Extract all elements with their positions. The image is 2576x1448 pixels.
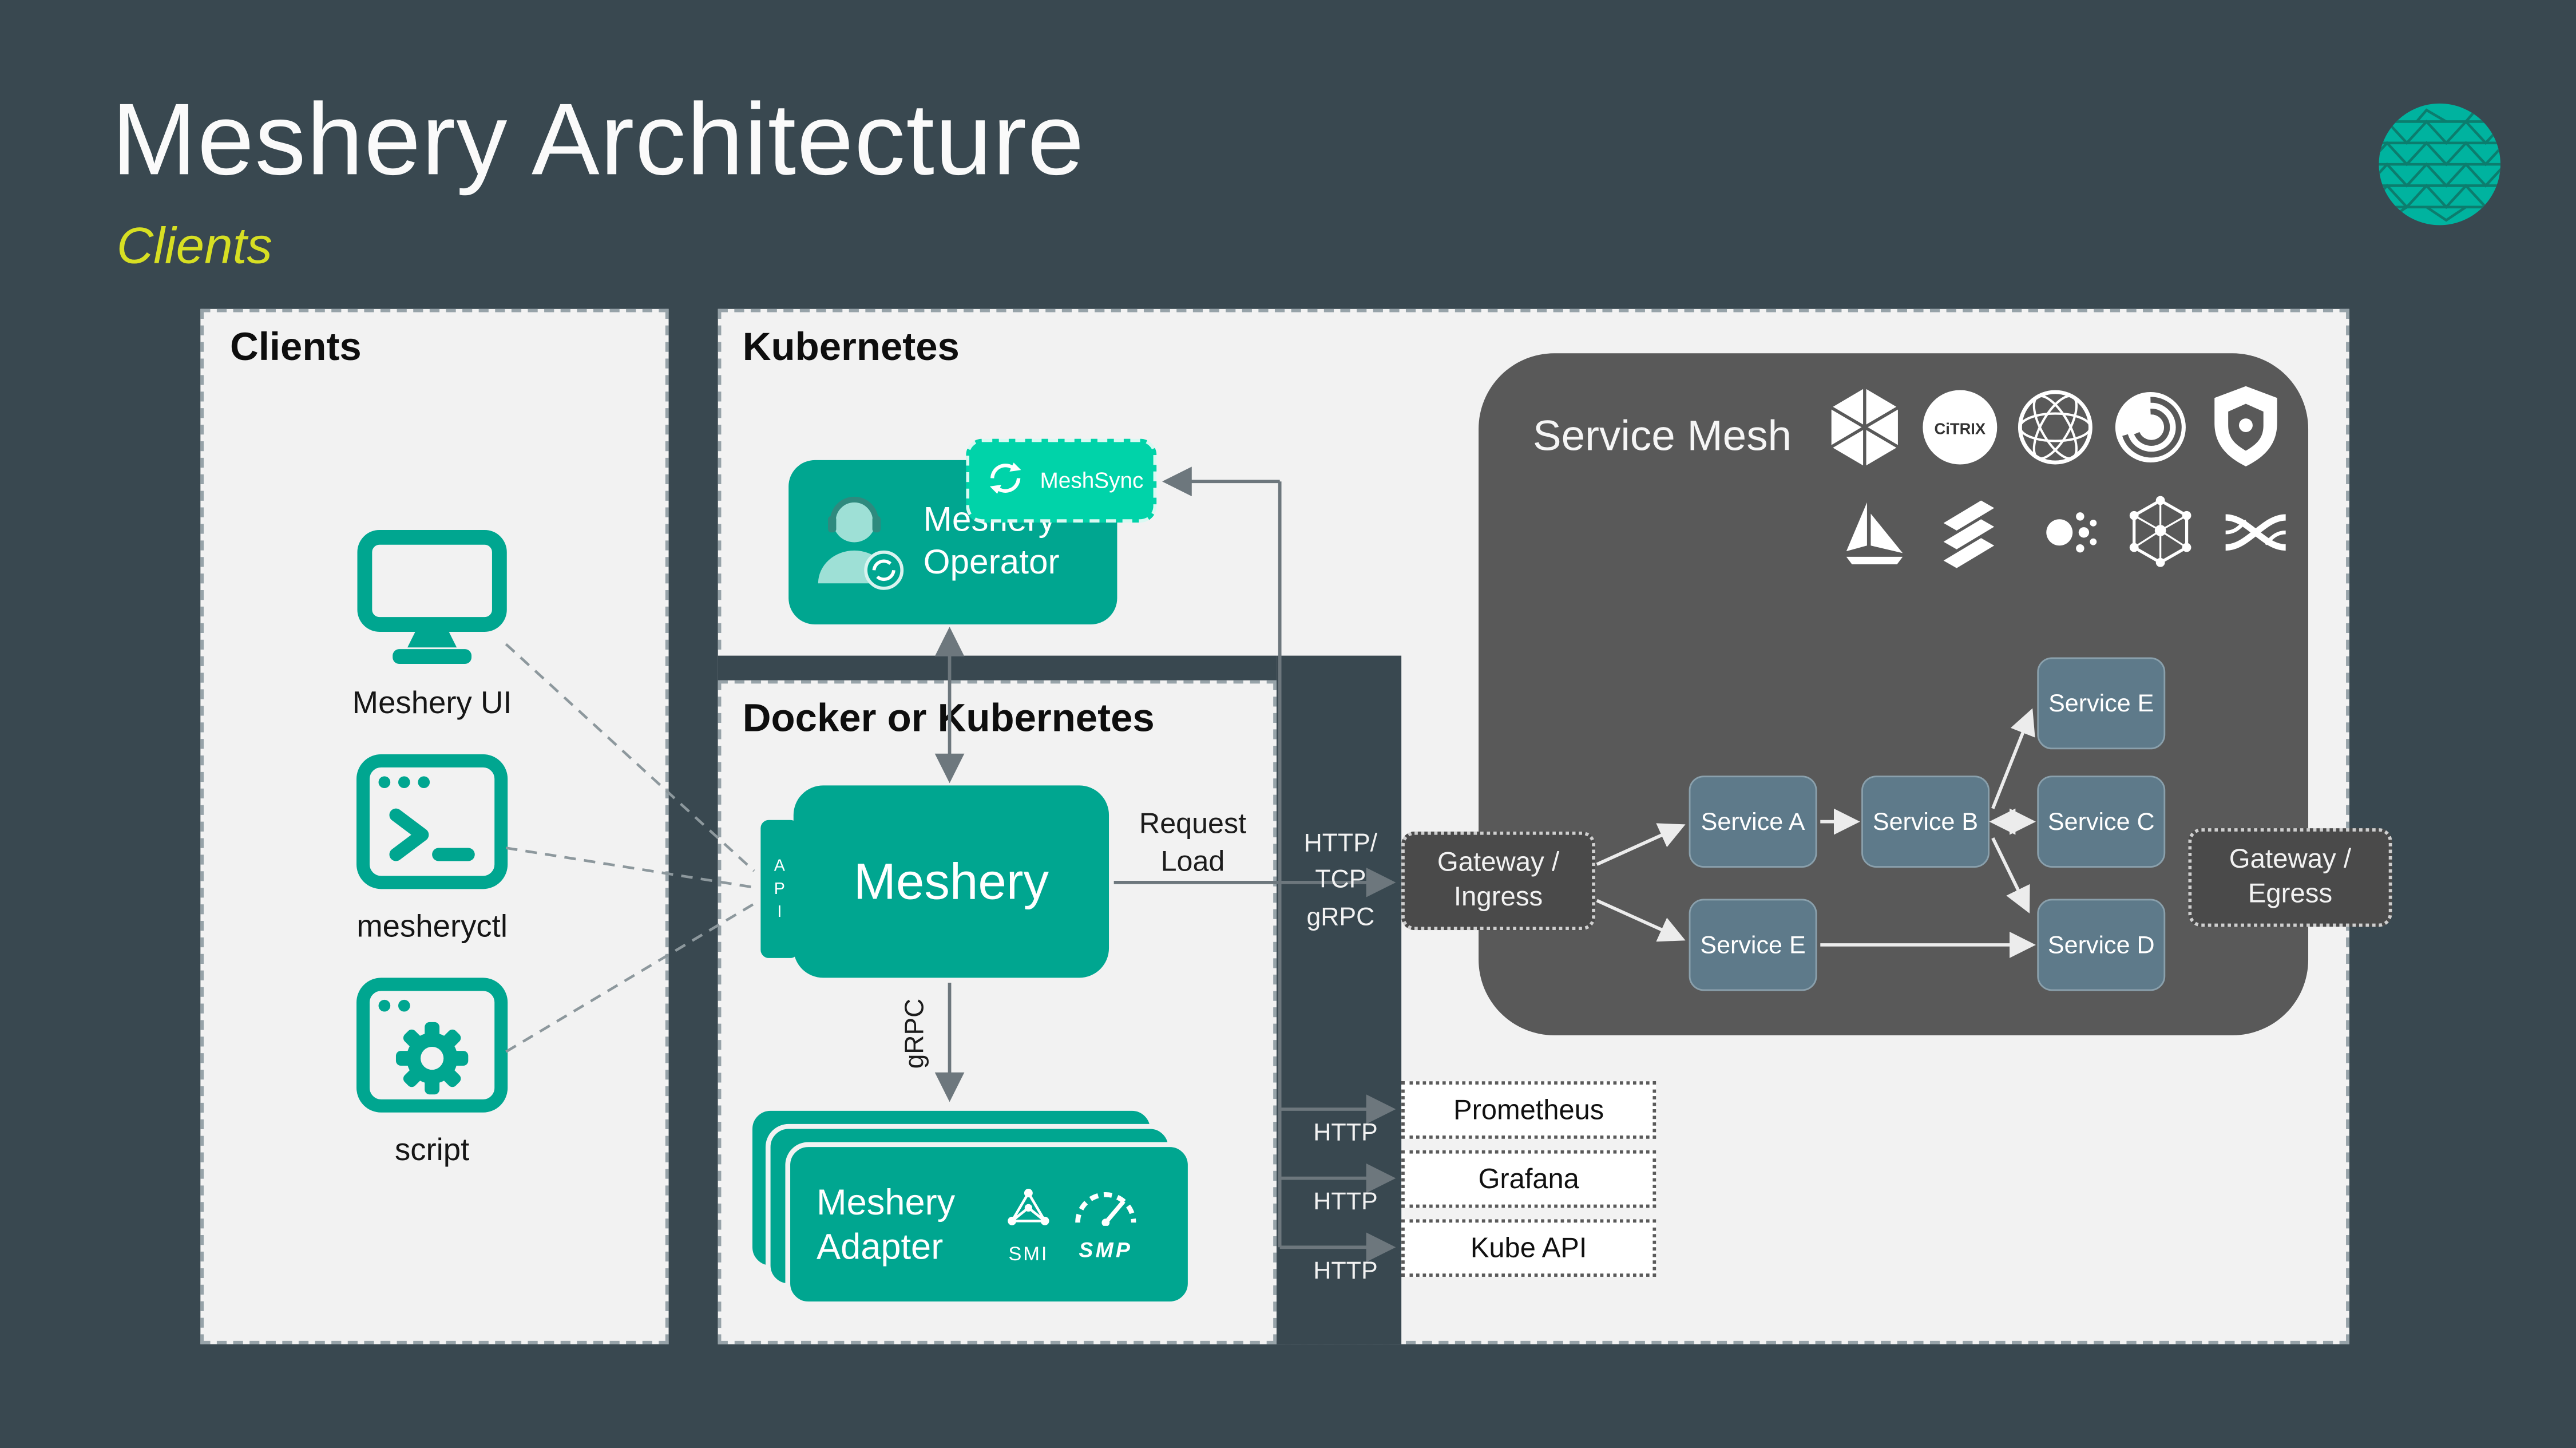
meshery-box: Meshery [793, 785, 1109, 978]
meshsync-badge: MeshSync [966, 438, 1157, 523]
mesh-logo-row-1: CiTRIX [1824, 381, 2287, 481]
service-node-b: Service B [1861, 776, 1990, 868]
meshery-label: Meshery [853, 852, 1049, 910]
meshery-adapter-label: Meshery Adapter [816, 1180, 956, 1267]
smp-label: SMP [1079, 1237, 1133, 1263]
panel-gap-horizontal [718, 655, 1277, 682]
http-label: HTTP [1313, 1188, 1378, 1216]
service-node-a: Service A [1689, 776, 1817, 868]
meshery-logo-icon [2377, 102, 2502, 227]
smp-badge: SMP [1069, 1186, 1142, 1262]
api-letter: P [774, 880, 785, 899]
http-label: HTTP [1313, 1257, 1378, 1285]
kubernetes-panel-title: Kubernetes [742, 325, 960, 370]
smi-icon [1002, 1184, 1055, 1239]
mesh-logo-cube-icon [1824, 381, 1906, 481]
client-item-meshery-ui: Meshery UI [292, 529, 572, 723]
mesh-logo-consul-icon [2027, 493, 2103, 580]
mesh-logo-layered-planes-icon [1932, 493, 2008, 580]
meshery-adapter-box: Meshery Adapter SMI [785, 1142, 1193, 1307]
prometheus-box: Prometheus [1401, 1081, 1656, 1139]
clients-panel-title: Clients [229, 325, 362, 370]
panel-gap-vertical [1276, 655, 1402, 1344]
request-load-label: Request Load [1139, 806, 1247, 877]
gateway-ingress-box: Gateway / Ingress [1401, 831, 1595, 931]
mesh-logo-istio-sail-icon [1837, 493, 1912, 580]
terminal-window-icon [353, 753, 511, 899]
api-letter: A [774, 857, 785, 875]
smi-badge: SMI [1002, 1184, 1055, 1265]
docker-kubernetes-panel-title: Docker or Kubernetes [742, 697, 1155, 741]
mesh-logo-swirl-icon [2110, 381, 2192, 481]
mesh-logo-hex-network-icon [2123, 493, 2198, 580]
mesh-logo-mesh-sphere-icon [2014, 381, 2097, 481]
meshsync-icon [984, 457, 1027, 504]
smp-gauge-icon [1069, 1186, 1142, 1234]
page-subtitle: Clients [116, 216, 272, 275]
client-label: script [394, 1134, 470, 1169]
operator-icon [811, 481, 907, 604]
service-node-e-top: Service E [2037, 657, 2166, 750]
client-item-script: script [292, 976, 572, 1170]
client-item-mesheryctl: mesheryctl [292, 753, 572, 947]
service-node-c: Service C [2037, 776, 2166, 868]
service-node-d: Service D [2037, 899, 2166, 991]
api-letter: I [777, 903, 782, 921]
meshery-adapter-stack: Meshery Adapter SMI [747, 1106, 1199, 1307]
client-label: mesheryctl [356, 910, 508, 945]
citrix-label: CiTRIX [1935, 420, 1986, 437]
grafana-box: Grafana [1401, 1150, 1656, 1208]
smi-label: SMI [1008, 1241, 1049, 1265]
gateway-egress-box: Gateway / Egress [2188, 828, 2392, 927]
service-node-e-bottom: Service E [1689, 899, 1817, 991]
client-label: Meshery UI [352, 687, 512, 722]
meshsync-label: MeshSync [1040, 468, 1144, 493]
http-tcp-grpc-label: HTTP/ TCP gRPC [1303, 829, 1378, 932]
mesh-logo-citrix-icon: CiTRIX [1919, 381, 2002, 481]
mesh-logo-row-2 [1837, 493, 2293, 580]
grpc-label: gRPC [902, 998, 930, 1069]
page-title: Meshery Architecture [112, 84, 1085, 197]
gear-window-icon [353, 976, 511, 1122]
service-mesh-title: Service Mesh [1532, 410, 1792, 460]
kube-api-box: Kube API [1401, 1219, 1656, 1277]
http-label: HTTP [1313, 1119, 1378, 1148]
mesh-logo-shield-icon [2205, 381, 2287, 481]
mesh-logo-knot-icon [2218, 493, 2293, 580]
monitor-icon [353, 529, 511, 676]
